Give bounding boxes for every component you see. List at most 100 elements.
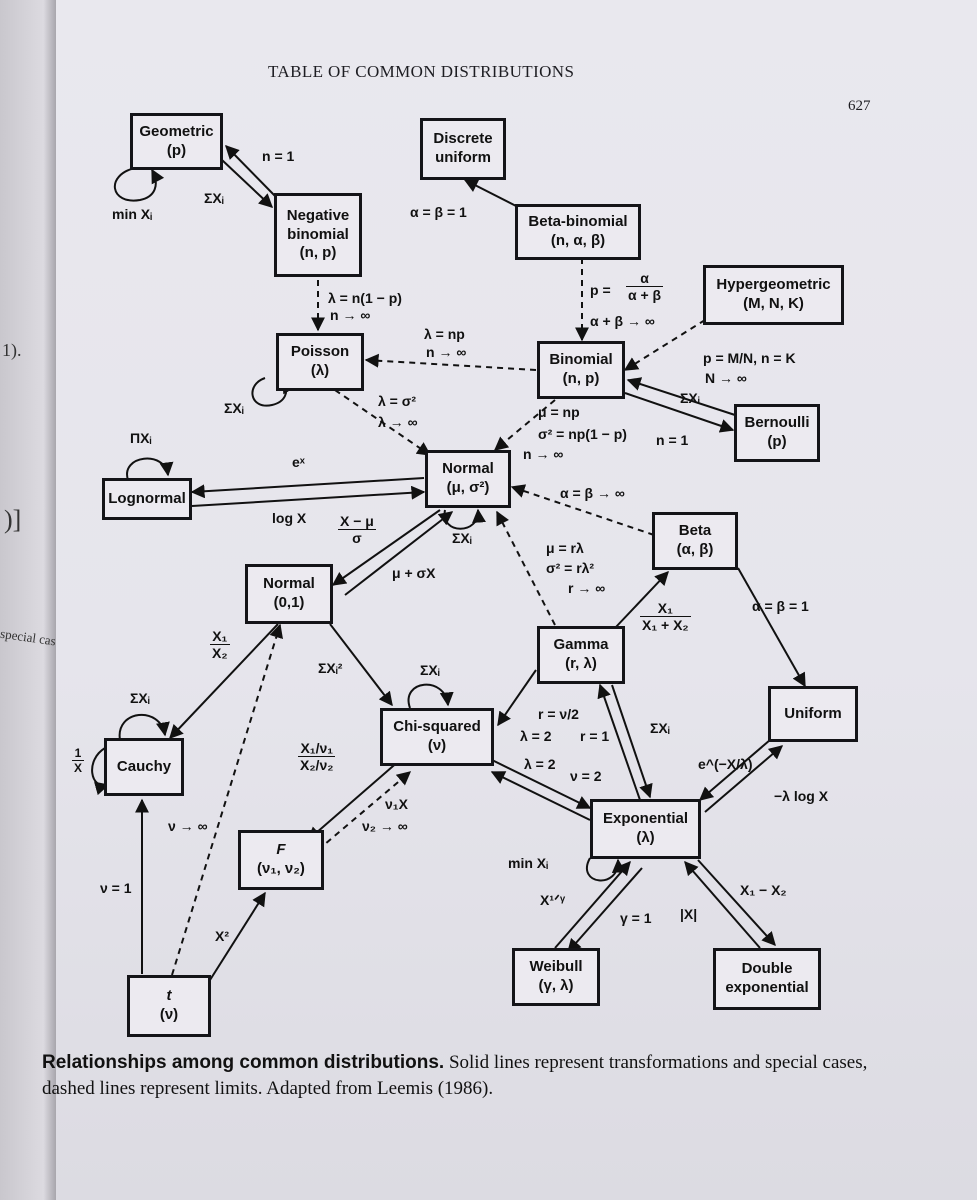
edge-bernoulli-binomial (626, 377, 736, 416)
edge-label: μ = rλ (546, 540, 584, 556)
node-chi-squared: Chi-squared (ν) (380, 708, 494, 766)
edge-binomial-normal (493, 399, 556, 451)
edge-binomial-poisson (364, 353, 537, 371)
node-name: Normal (442, 460, 494, 478)
edge-stdnormal-cauchy (169, 623, 279, 740)
node-name: Normal (263, 575, 315, 593)
node-f: F (ν₁, ν₂) (238, 830, 324, 890)
edge-chisq-f (306, 759, 401, 841)
node-beta: Beta (α, β) (652, 512, 738, 570)
edge-beta-uniform (737, 567, 806, 688)
edge-binomial-bernoulli (624, 392, 735, 433)
edge-label: ΣXᵢ (224, 400, 244, 416)
node-params: (0,1) (273, 594, 305, 611)
edge-exp-weibull (567, 867, 643, 954)
edge-lognormal-normal (191, 485, 426, 507)
node-binomial: Binomial (n, p) (537, 341, 625, 399)
fraction-denominator: X (74, 761, 83, 775)
node-geometric: Geometric (p) (130, 113, 223, 170)
edge-label: p = M/N, n = K (703, 350, 796, 366)
node-params: (n, p) (562, 370, 600, 387)
edge-label: X¹ᐟᵞ (540, 892, 566, 908)
edge-gamma-chisq (497, 669, 537, 727)
node-params: (p) (767, 433, 787, 450)
edge-label: min Xᵢ (508, 855, 549, 871)
edge-label: X² (215, 928, 229, 944)
edge-weibull-exp (554, 860, 631, 949)
edge-label: ΣXᵢ (452, 530, 472, 546)
node-name: Exponential (602, 810, 688, 828)
edge-hyper-binomial (623, 319, 706, 371)
edge-label: r → ∞ (568, 580, 606, 596)
node-params: (n, α, β) (550, 232, 606, 249)
node-name: t (166, 987, 172, 1005)
fraction-numerator: X₁/ν₁ (298, 740, 336, 757)
edge-label: α + β → ∞ (590, 313, 655, 329)
edge-label: ΣXᵢ (420, 662, 440, 678)
edge-stdnormal-chisq (329, 623, 393, 707)
edge-label: α = β = 1 (410, 204, 467, 220)
node-params: (λ) (310, 362, 330, 379)
edge-stdnormal-normal (344, 511, 454, 596)
edge-label: e^(−X/λ) (698, 756, 753, 772)
edge-geometric-negbin (221, 159, 274, 208)
node-name: Bernoulli (744, 414, 810, 432)
edge-label: μ + σX (392, 565, 436, 581)
figure-caption: Relationships among common distributions… (42, 1050, 922, 1101)
node-double-exponential: Double exponential (713, 948, 821, 1010)
edge-exp-gamma (597, 683, 641, 801)
node-name: Discrete uniform (433, 130, 493, 166)
fraction-denominator: X₂/ν₂ (300, 757, 334, 773)
node-poisson: Poisson (λ) (276, 333, 364, 391)
fraction-denominator: X₂ (212, 645, 228, 661)
edge-label: −λ log X (774, 788, 829, 804)
edge-label: ΣXᵢ (204, 190, 224, 206)
node-name: Negative binomial (286, 206, 350, 243)
caption-text: Solid lines represent transformations an… (42, 1052, 868, 1099)
node-params: (ν₁, ν₂) (257, 860, 305, 877)
node-name: Uniform (784, 704, 842, 722)
edge-label: σ² = np(1 − p) (538, 426, 627, 442)
node-gamma: Gamma (r, λ) (537, 626, 625, 684)
node-std-normal: Normal (0,1) (245, 564, 333, 624)
left-page-fragment: )] (4, 505, 22, 534)
edge-label: n = 1 (656, 432, 689, 448)
edge-normal-stdnormal (331, 509, 441, 586)
edge-label-fraction: α α + β (626, 270, 664, 303)
fraction-denominator: σ (352, 530, 362, 546)
edge-label: ΠXᵢ (130, 430, 152, 446)
node-params: (n, p) (299, 244, 337, 262)
node-params: (λ) (636, 829, 655, 846)
node-name: Gamma (553, 636, 609, 654)
edge-negbin-geometric (225, 145, 278, 199)
node-name: Geometric (139, 122, 214, 140)
node-discrete-uniform: Discrete uniform (420, 118, 506, 180)
edge-cauchy-loop (91, 747, 110, 796)
node-name: F (276, 841, 286, 859)
edge-label: log X (272, 510, 307, 526)
edge-gamma-exp (611, 684, 653, 799)
edge-label: λ = n(1 − p) (328, 290, 402, 306)
edge-label: X₁ − X₂ (740, 882, 787, 898)
edge-label: α = β → ∞ (560, 485, 625, 501)
fraction-denominator: α + β (628, 287, 662, 303)
edge-dexp-exp (684, 860, 761, 949)
edge-label: λ = σ² (378, 393, 416, 409)
fraction-numerator: X₁ (640, 600, 691, 617)
node-name: Chi-squared (393, 718, 481, 736)
edge-label: ν = 2 (570, 768, 602, 784)
edge-exp-uniform (704, 745, 784, 813)
node-beta-binomial: Beta-binomial (n, α, β) (515, 204, 641, 260)
fraction-denominator: X₁ + X₂ (642, 617, 689, 633)
node-normal: Normal (μ, σ²) (425, 450, 511, 508)
edge-label: n → ∞ (523, 446, 564, 462)
node-cauchy: Cauchy (104, 738, 184, 796)
node-exponential: Exponential (λ) (590, 799, 701, 859)
edge-t-f (209, 891, 266, 981)
node-t: t (ν) (127, 975, 211, 1037)
edge-label: ΣXᵢ (130, 690, 150, 706)
node-name: Lognormal (108, 489, 186, 507)
node-hypergeometric: Hypergeometric (M, N, K) (703, 265, 844, 325)
edge-label: σ² = rλ² (546, 560, 595, 576)
